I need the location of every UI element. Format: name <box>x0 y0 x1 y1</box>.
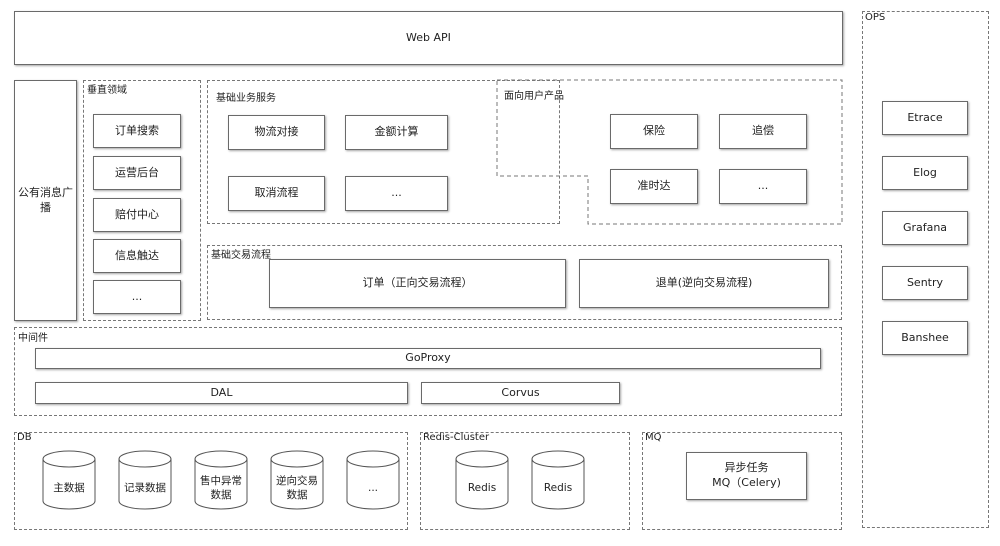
basic-service-item: ... <box>345 176 448 211</box>
web-api-box: Web API <box>14 11 843 65</box>
vertical-item: 订单搜索 <box>93 114 181 148</box>
ops-item: Sentry <box>882 266 968 300</box>
db-cylinder: ... <box>346 450 400 510</box>
broadcast-box: 公有消息广播 <box>14 80 77 321</box>
basic-service-item: 取消流程 <box>228 176 325 211</box>
ops-item-label: Etrace <box>907 110 943 124</box>
middleware-title: 中间件 <box>18 333 48 344</box>
user-product-label: 保险 <box>643 124 665 138</box>
vertical-domain-group <box>83 80 201 321</box>
basic-services-title: 基础业务服务 <box>216 93 276 104</box>
vertical-item: 赔付中心 <box>93 198 181 232</box>
web-api-label: Web API <box>406 30 451 44</box>
db-label: 售中异常 <box>200 474 242 487</box>
user-product-label: ... <box>757 179 769 193</box>
basic-service-label: 物流对接 <box>254 125 299 139</box>
ops-item: Elog <box>882 156 968 190</box>
middleware-group <box>14 327 842 416</box>
db-title: DB <box>17 432 32 443</box>
user-product-item: 保险 <box>610 114 698 149</box>
basic-service-label: 取消流程 <box>254 186 299 200</box>
ops-item-label: Grafana <box>902 220 948 234</box>
dal-box: DAL <box>35 382 408 404</box>
user-products-title: 面向用户产品 <box>504 91 564 102</box>
vertical-item-label: 赔付中心 <box>115 207 159 221</box>
redis-cylinder: Redis <box>531 450 585 510</box>
trade-flow-label: 退单(逆向交易流程) <box>655 276 753 290</box>
db-label: 主数据 <box>53 481 85 494</box>
mq-label-line2: MQ（Celery) <box>712 476 781 489</box>
db-cylinder: 售中异常数据 <box>194 450 248 510</box>
db-cylinder: 记录数据 <box>118 450 172 510</box>
trade-flow-item: 退单(逆向交易流程) <box>579 259 829 308</box>
dal-label: DAL <box>210 385 233 399</box>
broadcast-label: 公有消息广播 <box>18 185 73 214</box>
ops-item-label: Elog <box>913 165 937 179</box>
ops-item-label: Banshee <box>901 330 949 344</box>
db-cylinder: 逆向交易数据 <box>270 450 324 510</box>
db-cylinder: 主数据 <box>42 450 96 510</box>
vertical-domain-title: 垂直领域 <box>87 85 127 96</box>
db-label-line2: 数据 <box>210 489 232 501</box>
trade-flow-title: 基础交易流程 <box>211 250 271 261</box>
redis-cluster-group <box>420 432 630 530</box>
ops-group <box>862 11 989 528</box>
corvus-box: Corvus <box>421 382 620 404</box>
user-product-label: 追偿 <box>752 124 774 138</box>
db-label: 记录数据 <box>124 481 166 494</box>
ops-item: Banshee <box>882 321 968 355</box>
mq-group <box>642 432 842 530</box>
db-label-line2: 数据 <box>286 489 308 501</box>
basic-service-item: 物流对接 <box>228 115 325 150</box>
vertical-item-label: 信息触达 <box>115 248 159 262</box>
basic-service-label: ... <box>391 186 402 200</box>
mq-label-line1: 异步任务 <box>724 461 769 475</box>
ops-item-label: Sentry <box>906 275 944 289</box>
redis-label: Redis <box>543 481 573 494</box>
vertical-item-label: 订单搜索 <box>115 123 159 137</box>
ops-item: Grafana <box>882 211 968 245</box>
trade-flow-group <box>207 245 842 320</box>
user-product-item: 准时达 <box>610 169 698 204</box>
db-label: ... <box>367 481 378 494</box>
db-group <box>14 432 408 530</box>
vertical-item: 信息触达 <box>93 239 181 273</box>
goproxy-label: GoProxy <box>405 351 451 365</box>
basic-service-item: 金额计算 <box>345 115 448 150</box>
redis-cylinder: Redis <box>455 450 509 510</box>
db-label: 逆向交易 <box>276 474 318 487</box>
vertical-item-label: 运营后台 <box>115 165 159 179</box>
trade-flow-label: 订单（正向交易流程） <box>362 276 473 290</box>
corvus-label: Corvus <box>501 385 540 399</box>
mq-box: 异步任务 MQ（Celery) <box>686 452 807 500</box>
basic-service-label: 金额计算 <box>374 125 419 139</box>
trade-flow-item: 订单（正向交易流程） <box>269 259 566 308</box>
vertical-item-label: ... <box>131 289 143 303</box>
mq-title: MQ <box>645 432 662 443</box>
vertical-item: ... <box>93 280 181 314</box>
user-product-label: 准时达 <box>637 179 671 193</box>
redis-cluster-title: Redis-Cluster <box>423 432 490 443</box>
user-product-item: ... <box>719 169 807 204</box>
ops-item: Etrace <box>882 101 968 135</box>
ops-title: OPS <box>865 12 886 23</box>
vertical-item: 运营后台 <box>93 156 181 190</box>
user-product-item: 追偿 <box>719 114 807 149</box>
redis-label: Redis <box>467 481 497 494</box>
goproxy-box: GoProxy <box>35 348 821 369</box>
